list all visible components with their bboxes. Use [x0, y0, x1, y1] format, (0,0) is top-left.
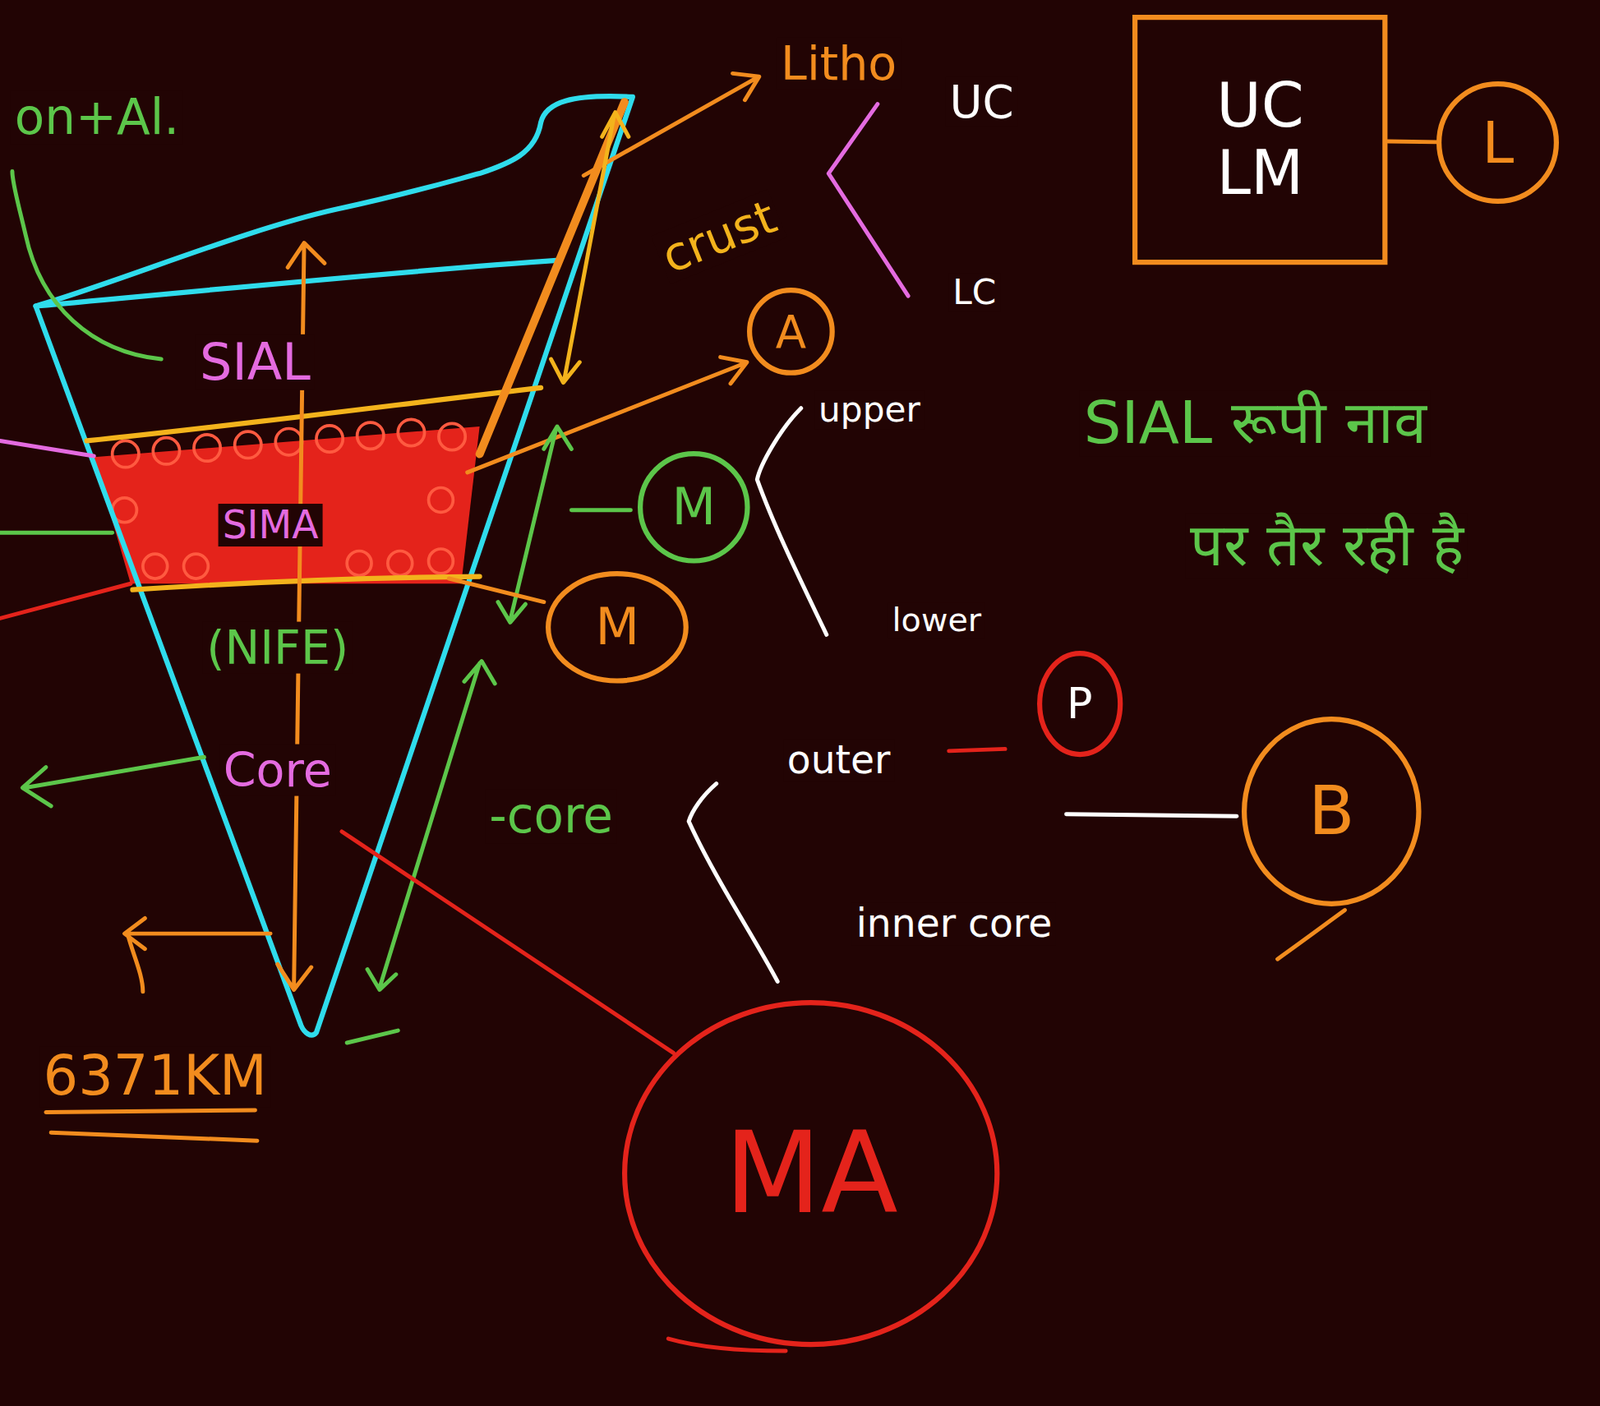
circle-tail: [1277, 910, 1346, 960]
box-border: [1134, 17, 1385, 263]
core-bracket: [688, 783, 778, 983]
node-label: P: [1066, 680, 1093, 728]
node-label: A: [775, 307, 807, 357]
abbreviation-box: UC LM: [1132, 14, 1388, 265]
node-label: B: [1308, 774, 1355, 849]
diagram-label: upper: [814, 391, 925, 429]
diagram-label: (NIFE): [202, 622, 353, 674]
node-text: A: [775, 307, 807, 357]
circle-border: [1438, 83, 1557, 202]
node-label: L: [1481, 111, 1514, 175]
layer-circle: P: [1037, 650, 1123, 757]
diagram-label: SIMA: [218, 504, 323, 548]
layer-circle: A: [746, 287, 835, 376]
circle-border: [1244, 719, 1419, 904]
sima-boundary: [132, 576, 480, 591]
crust-surface-line: [36, 260, 560, 307]
sial-boundary: [87, 387, 542, 442]
diagram-label: SIAL: [195, 334, 315, 391]
crust-bracket: [828, 104, 909, 296]
node-text: P: [1066, 680, 1093, 728]
outer-dash: [949, 748, 1006, 751]
diagram-label: crust: [651, 189, 789, 285]
node-label: UC LM: [1216, 72, 1305, 208]
node-text: M: [672, 479, 717, 535]
circle-border: [640, 453, 747, 561]
node-text: M: [594, 599, 640, 655]
earth-cone-outline: [36, 96, 633, 1035]
circle-border: [1039, 653, 1121, 755]
mantle-bracket: [756, 408, 826, 636]
diagram-label: 6371KM: [39, 1046, 272, 1107]
layer-circle: M: [637, 451, 751, 564]
connector-line: [1387, 139, 1438, 145]
node-label: M: [672, 479, 717, 535]
core-ma-leader: [341, 831, 674, 1053]
layer-circle: MA: [622, 1000, 1000, 1347]
mantle-dash: [571, 507, 631, 512]
layer-circle: M: [545, 571, 689, 684]
node-label: MA: [724, 1111, 899, 1236]
layer-circle: B: [1241, 716, 1422, 907]
crust-arrow: [551, 112, 629, 383]
sial-leader: [12, 171, 162, 360]
diagram-label: outer: [783, 738, 895, 782]
diagram-label: SIAL रूपी नाव: [1079, 391, 1431, 457]
node-label: M: [594, 599, 640, 655]
diagram-label: पर तैर रही है: [1185, 513, 1468, 579]
circle-border: [625, 1002, 998, 1345]
circle-border: [548, 573, 687, 681]
diagram-label: Core: [219, 744, 337, 797]
diagram-label: inner core: [852, 902, 1057, 946]
diagram-label: LC: [948, 273, 1001, 312]
double-underline: [46, 1110, 258, 1141]
boundary-leader: [0, 583, 131, 618]
node-text: L: [1481, 111, 1514, 175]
sima-leader: [0, 530, 113, 535]
core-leader: [22, 756, 204, 807]
diagram-label: lower: [888, 602, 987, 639]
diagram-label: UC: [945, 77, 1018, 127]
diagram-label: Litho: [776, 37, 901, 90]
circle-border: [749, 290, 833, 374]
diagram-label: -core: [484, 789, 618, 844]
b-leader: [1066, 814, 1237, 817]
node-text: B: [1308, 774, 1355, 849]
diagram-label: on+Al.: [10, 90, 184, 145]
scribble-loops: [112, 419, 466, 579]
radius-leader: [124, 917, 272, 992]
node-text: UC LM: [1216, 72, 1305, 208]
mantle-leader: [448, 578, 544, 603]
node-text: MA: [724, 1111, 899, 1236]
boundary-leader: [0, 440, 94, 457]
layer-circle: L: [1436, 81, 1559, 204]
lithosphere-mark: [479, 101, 625, 454]
